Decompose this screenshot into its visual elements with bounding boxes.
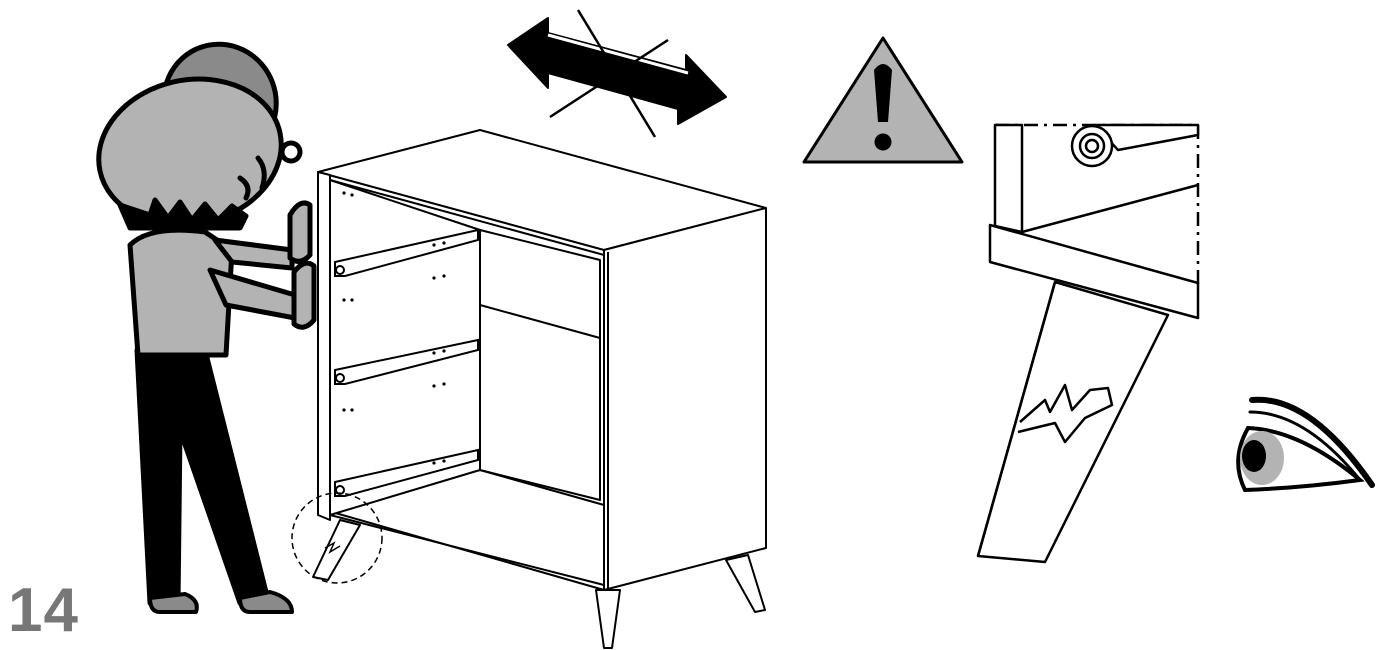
person-pushing-icon	[85, 28, 314, 612]
chest-of-drawers-carcass	[313, 130, 766, 648]
broken-leg-detail-icon	[978, 125, 1198, 562]
no-side-to-side-movement-icon	[508, 10, 726, 137]
step-number: 14	[8, 578, 79, 644]
eye-inspect-icon	[1238, 400, 1372, 490]
warning-triangle-icon	[804, 38, 962, 162]
